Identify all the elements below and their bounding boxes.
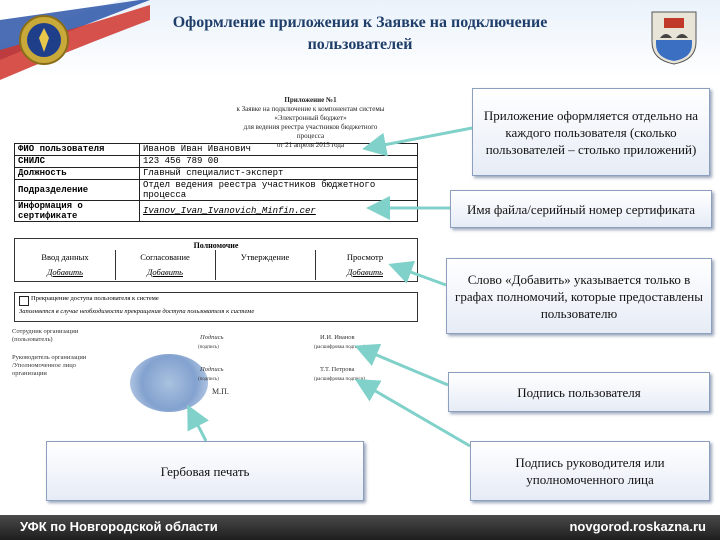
head-signature-caption: (подпись) [198,377,219,382]
permissions-heading: Полномочие [193,241,239,250]
callout-separate-app: Приложение оформляется отдельно на каждо… [472,88,710,176]
head-name: Т.Т. Петрова [320,366,355,373]
table-row: СНИЛС 123 456 789 00 [14,155,418,168]
permission-value: Добавить [346,267,384,277]
footer-website-link[interactable]: novgorod.roskazna.ru [569,519,706,534]
heading-line: к Заявке на подключение к компонентам си… [236,105,385,113]
treasury-emblem-icon [19,15,69,65]
column-divider [315,250,316,280]
table-key: Информация о сертификате [14,200,140,222]
termination-label: Прекращение доступа пользователя к систе… [31,295,159,302]
arrow-stamp [187,404,209,442]
table-value: Ivanov_Ivan_Ivanovich_Minfin.cer [139,200,418,222]
permission-column-input: Ввод данных [41,252,89,262]
callout-add-word: Слово «Добавить» указывается только в гр… [446,258,712,334]
user-info-table: ФИО пользователя Иванов Иван Иванович СН… [14,143,418,222]
arrow-separate-app [362,126,473,157]
callout-cert-file: Имя файла/серийный номер сертификата [450,190,712,228]
heading-line: Приложение №1 [284,96,337,104]
permission-column-confirm: Утверждение [240,252,290,262]
callout-user-signature: Подпись пользователя [448,372,710,412]
novgorod-coat-of-arms-icon [651,11,697,65]
slide-header: Оформление приложения к Заявке на подклю… [0,0,720,80]
column-divider [115,250,116,280]
page-title: Оформление приложения к Заявке на подклю… [172,14,548,53]
termination-checkbox[interactable] [19,296,29,306]
stamp-place-label: М.П. [212,387,229,396]
permission-column-view: Просмотр [346,252,384,262]
permissions-table: Полномочие Ввод данных Согласование Утве… [14,238,418,282]
table-row: Информация о сертификате Ivanov_Ivan_Iva… [14,200,418,222]
slide-footer: УФК по Новгородской области novgorod.ros… [0,515,720,540]
heading-line: для ведения реестра участников бюджетног… [243,123,378,131]
employee-name-caption: (расшифровка подписи) [314,345,366,350]
arrow-user-signature [354,343,449,387]
arrow-head-signature [354,378,471,448]
permission-column-approval: Согласование [140,252,190,262]
employee-signature-caption: (подпись) [198,345,219,350]
column-divider [215,250,216,280]
callout-head-signature: Подпись руководителя или уполномоченного… [470,441,710,501]
footer-organization: УФК по Новгородской области [20,519,218,534]
permission-value: Добавить [46,267,84,277]
head-name-caption: (расшифровка подписи) [314,377,366,382]
table-row: ФИО пользователя Иванов Иван Иванович [14,143,418,156]
heading-line: процесса [296,132,325,140]
callout-stamp: Гербовая печать [46,441,364,501]
access-termination-section: Прекращение доступа пользователя к систе… [14,292,418,322]
permission-value: Добавить [146,267,184,277]
head-signature: Подпись [200,366,224,373]
head-label: Руководитель организации /Уполномоченное… [12,354,87,377]
official-stamp [130,354,208,412]
termination-note: Заполняется в случае необходимости прекр… [19,308,255,315]
application-document: Приложение №1 к Заявке на подключение к … [8,92,420,412]
arrow-add-word [388,260,447,287]
employee-name: И.И. Иванов [320,334,355,341]
table-row: Подразделение Отдел ведения реестра учас… [14,179,418,201]
employee-signature: Подпись [200,334,224,341]
employee-label: Сотрудник организации (пользователь) [12,328,79,343]
heading-line: «Электронный бюджет» [274,114,347,122]
